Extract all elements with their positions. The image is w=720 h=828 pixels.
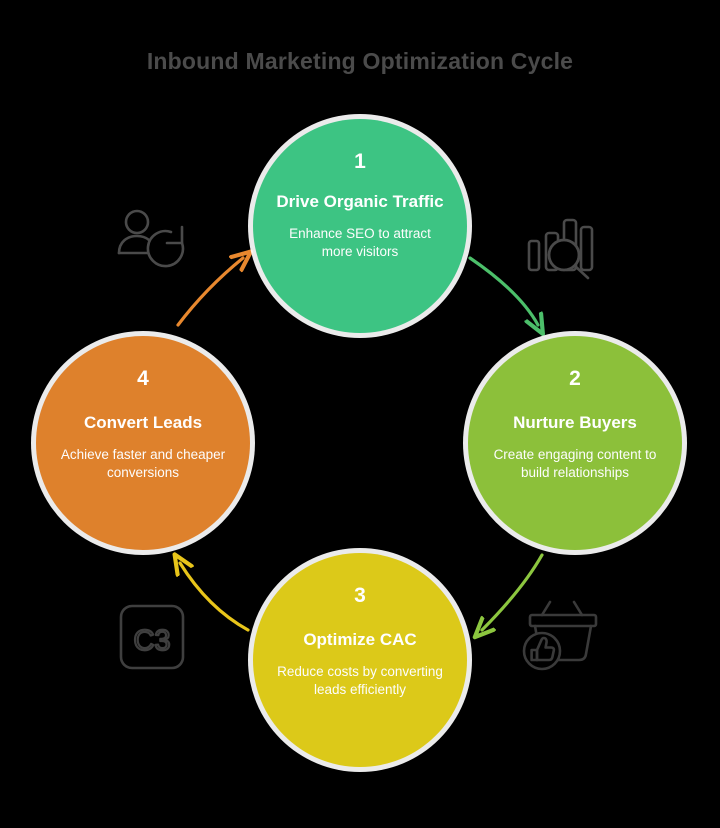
step1-number: 1 xyxy=(354,150,366,173)
user-retention-icon xyxy=(112,205,198,285)
step4-number: 4 xyxy=(137,367,149,390)
cycle-node-step4[interactable]: 4 Convert Leads Achieve faster and cheap… xyxy=(36,336,250,550)
arrow-step4-to-step1 xyxy=(176,258,243,327)
page-title: Inbound Marketing Optimization Cycle xyxy=(146,48,574,74)
cycle-node-step1[interactable]: 1 Drive Organic Traffic Enhance SEO to a… xyxy=(253,119,467,333)
bar-chart-search-icon xyxy=(520,210,606,290)
step2-title: Nurture Buyers xyxy=(513,413,637,432)
arrow-step2-to-step3 xyxy=(482,553,544,630)
svg-text:C3: C3 xyxy=(133,625,170,657)
step4-title: Convert Leads xyxy=(83,413,203,432)
step3-number: 3 xyxy=(354,584,366,607)
c3-badge-icon: C3 xyxy=(112,598,198,678)
arrow-step3-to-step4 xyxy=(180,563,250,632)
basket-thumbs-up-icon xyxy=(520,598,606,678)
cycle-node-step3[interactable]: 3 Optimize CAC Reduce costs by convertin… xyxy=(253,553,467,767)
step4-description: Achieve faster and cheaper conversions xyxy=(60,447,226,480)
step2-number: 2 xyxy=(569,367,581,390)
step1-title: Drive Organic Traffic xyxy=(276,192,444,211)
step2-description: Create engaging content to build relatio… xyxy=(493,447,657,480)
cycle-node-step2[interactable]: 2 Nurture Buyers Create engaging content… xyxy=(468,336,682,550)
arrow-step1-to-step2 xyxy=(468,256,538,325)
step3-description: Reduce costs by converting leads efficie… xyxy=(277,664,443,697)
step3-title: Optimize CAC xyxy=(303,630,417,649)
step1-description: Enhance SEO to attract more visitors xyxy=(289,226,431,259)
